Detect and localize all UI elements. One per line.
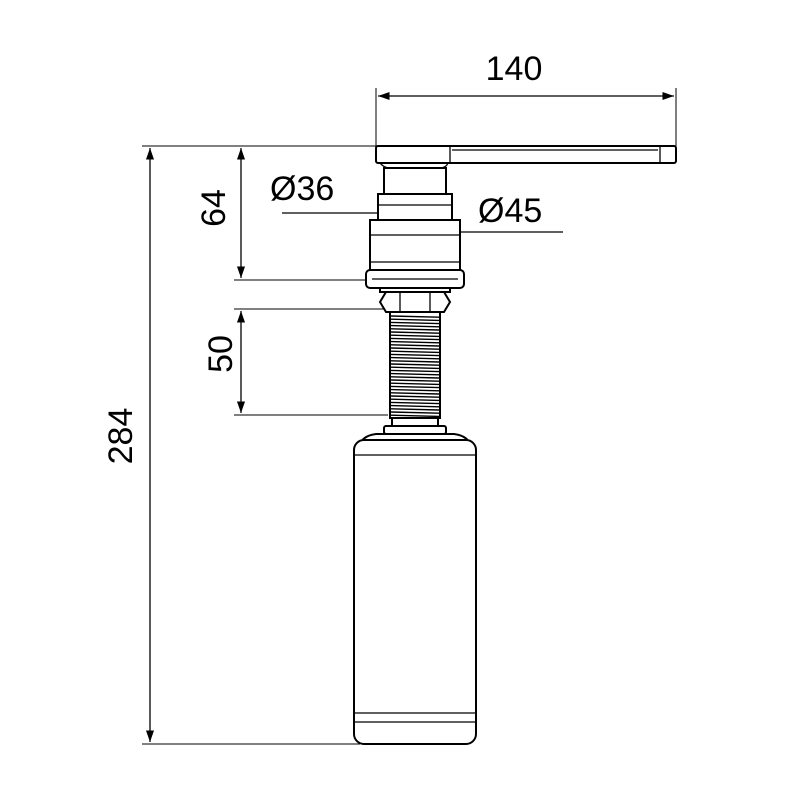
thread-line [390,344,440,347]
thread-line [390,414,440,418]
bottle-body [353,439,477,745]
thread-line [390,347,440,350]
spout [375,145,677,169]
thread-line [390,321,440,325]
thread-line [390,398,440,402]
dim-head-height: 64 [195,148,368,281]
thread-line [390,366,440,370]
head-neck [377,167,453,221]
thread-line [390,331,440,334]
dim-dia-small-label: Ø36 [270,170,334,208]
dim-thread-length-label: 50 [202,335,240,373]
thread-line [390,395,440,398]
dim-spout-length-label: 140 [486,50,543,88]
thread-line [390,334,440,338]
thread-line [390,372,440,376]
thread-line [390,363,440,366]
thread-line [390,328,440,331]
dim-overall-height: 284 [102,145,378,745]
mounting-nut [378,291,452,313]
thread-line [390,324,440,328]
thread-line [390,350,440,354]
thread-line [390,392,440,395]
thread-line [390,340,440,344]
dim-overall-height-label: 284 [102,408,140,465]
collar [365,219,465,293]
thread-line [390,388,440,392]
thread-line [390,404,440,408]
thread-line [390,353,440,357]
thread-line [390,360,440,363]
threaded-shank [389,311,441,419]
dim-dia-large-label: Ø45 [478,192,542,230]
dim-dia-large: Ø45 [370,192,563,237]
thread-line [390,369,440,373]
thread-line [390,382,440,386]
thread-line [390,318,440,322]
thread-line [390,379,440,382]
thread-line [390,408,440,411]
dim-head-height-label: 64 [195,189,233,227]
dim-thread-length: 50 [202,308,388,416]
thread-line [390,401,440,405]
thread-line [390,385,440,389]
thread-line [390,356,440,360]
dim-dia-small: Ø36 [270,170,449,218]
thread-line [390,376,440,379]
thread-line [390,411,440,414]
dim-spout-length: 140 [375,50,677,146]
thread-line [390,315,440,318]
thread-line [390,337,440,341]
